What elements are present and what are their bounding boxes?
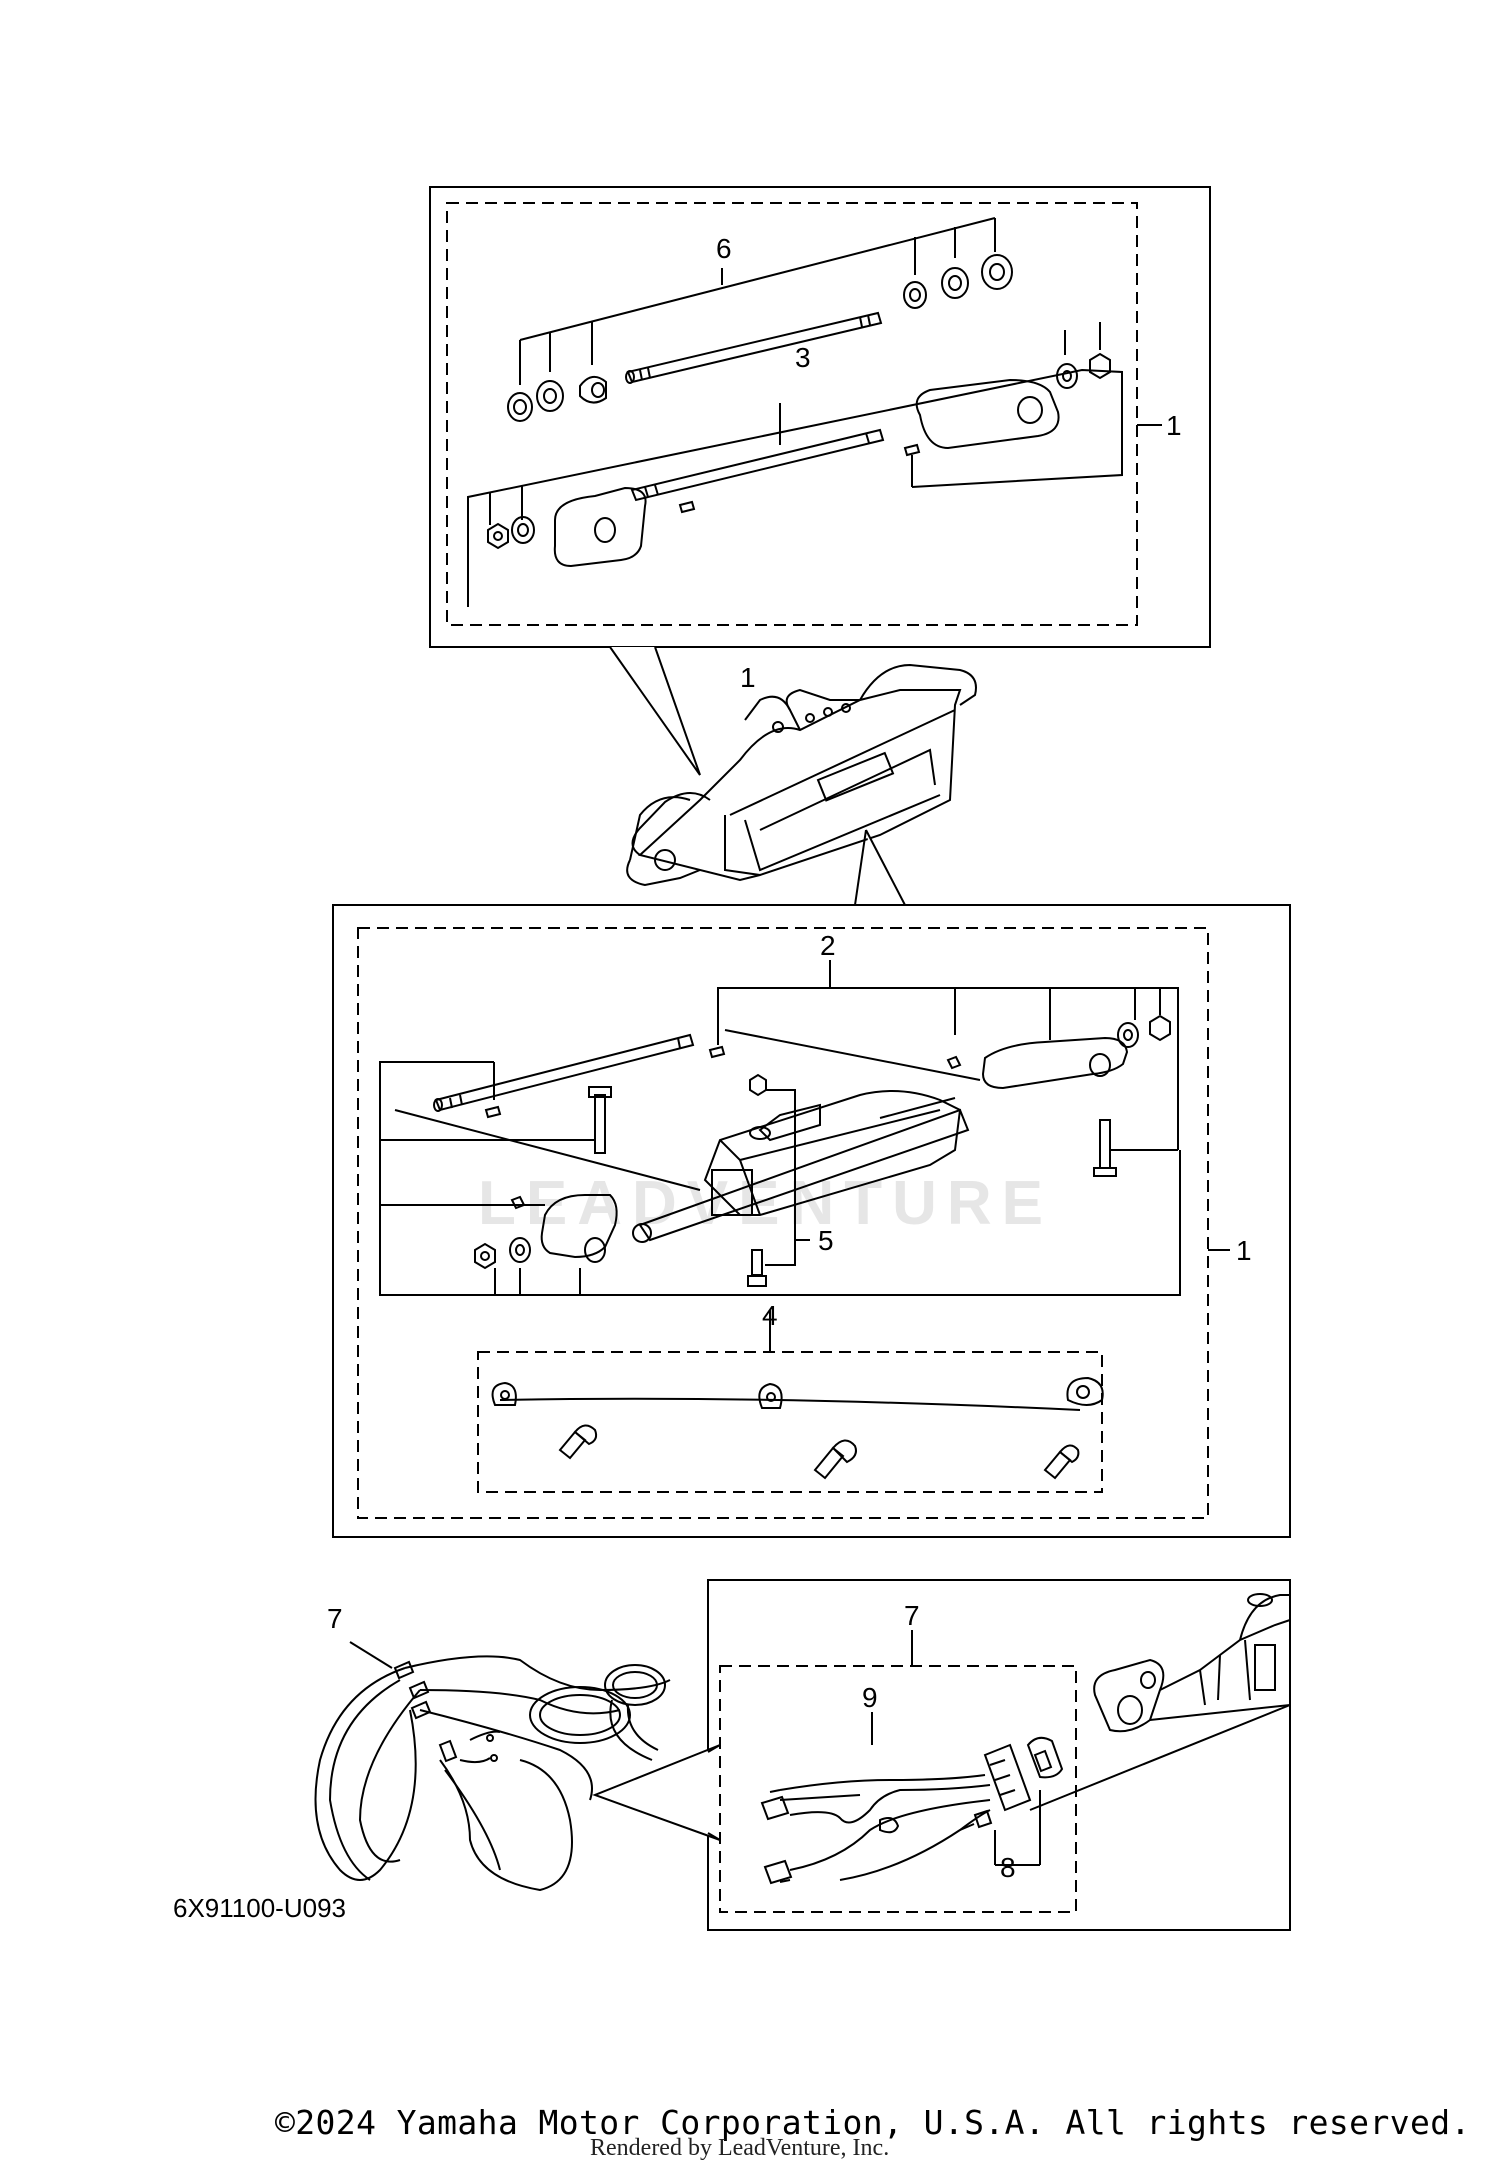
bracket-3 [467, 322, 1123, 607]
callout-8: 8 [1000, 1852, 1016, 1883]
tie-rod-3-parts [487, 352, 1111, 568]
diagram-code: 6X91100-U093 [173, 1893, 346, 1923]
tie-bar-6-parts [507, 254, 1013, 422]
bottom-detail-panel [592, 1579, 1291, 1931]
callout-1-cylinder: 1 [740, 662, 756, 693]
harness-7-loose [314, 1641, 671, 1892]
copyright-notice: ©2024 Yamaha Motor Corporation, U.S.A. A… [275, 2103, 1471, 2142]
callout-1-top-box: 1 [1166, 410, 1182, 441]
top-dashed-frame [446, 202, 1138, 626]
rendered-by-notice: Rendered by LeadVenture, Inc. [590, 2135, 890, 2161]
kit-4-dashed-frame [477, 1351, 1103, 1493]
wire-kit-4 [477, 1310, 1104, 1493]
callout-2: 2 [820, 930, 836, 961]
callout-4: 4 [762, 1300, 778, 1331]
watermark-text: LEADVENTURE [478, 1169, 1054, 1238]
callout-1-mid-box: 1 [1236, 1235, 1252, 1266]
bracket-5 [747, 1073, 810, 1287]
bracket-6 [519, 217, 996, 385]
top-pointer [609, 646, 701, 776]
top-outer-frame [429, 186, 1211, 648]
inner-rod-frame [379, 1029, 1181, 1296]
callout-5: 5 [818, 1225, 834, 1256]
middle-outer-frame [332, 904, 1291, 1538]
top-detail-panel [429, 186, 1211, 776]
tie-rod-2-parts [433, 1014, 1171, 1270]
bottom-dashed-frame [719, 1665, 1077, 1913]
middle-pointer [865, 829, 907, 906]
callout-labels: 6 3 1 1 2 5 1 4 7 7 9 8 6X91100-U093 [173, 233, 1252, 1923]
middle-dashed-frame [357, 927, 1209, 1519]
callout-9: 9 [862, 1682, 878, 1713]
steering-cylinder-assembly [626, 663, 977, 887]
callout-6: 6 [716, 233, 732, 264]
harness-7-detail [760, 1712, 1064, 1885]
bottom-outer-frame [707, 1579, 1291, 1931]
callout-7-left: 7 [327, 1603, 343, 1634]
engine-mount-detail [1093, 1593, 1291, 1733]
bottom-pointer [592, 1744, 721, 1841]
middle-detail-panel [332, 829, 1291, 1538]
callout-3: 3 [795, 342, 811, 373]
bracket-2 [717, 960, 1179, 1151]
cylinder-body [632, 1090, 970, 1243]
callout-7-box: 7 [904, 1600, 920, 1631]
